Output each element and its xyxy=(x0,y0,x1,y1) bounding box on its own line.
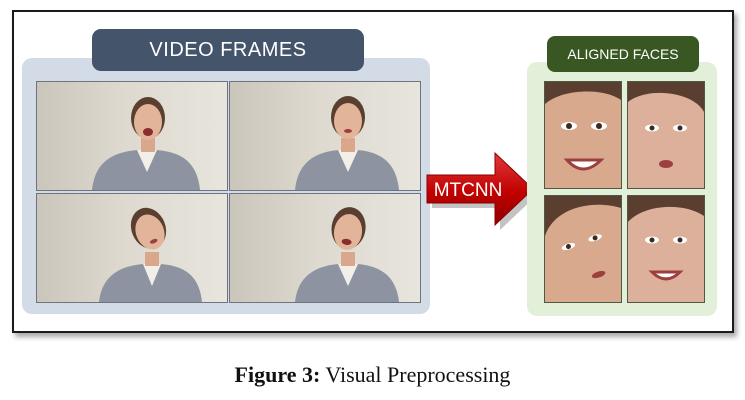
aligned-faces-label: ALIGNED FACES xyxy=(547,36,699,72)
mtcnn-arrow-icon xyxy=(425,151,539,231)
aligned-face xyxy=(544,195,622,303)
video-frame xyxy=(229,193,421,303)
figure-caption: Figure 3: Visual Preprocessing xyxy=(0,362,745,388)
video-frame xyxy=(36,193,228,303)
video-frames-label: VIDEO FRAMES xyxy=(92,29,364,71)
caption-label: Figure 3: xyxy=(234,362,321,387)
video-frame xyxy=(229,81,421,191)
video-frame xyxy=(36,81,228,191)
aligned-face xyxy=(544,81,622,189)
aligned-face xyxy=(627,81,705,189)
mtcnn-label: MTCNN xyxy=(433,180,503,201)
aligned-face xyxy=(627,195,705,303)
caption-text: Visual Preprocessing xyxy=(320,362,511,387)
